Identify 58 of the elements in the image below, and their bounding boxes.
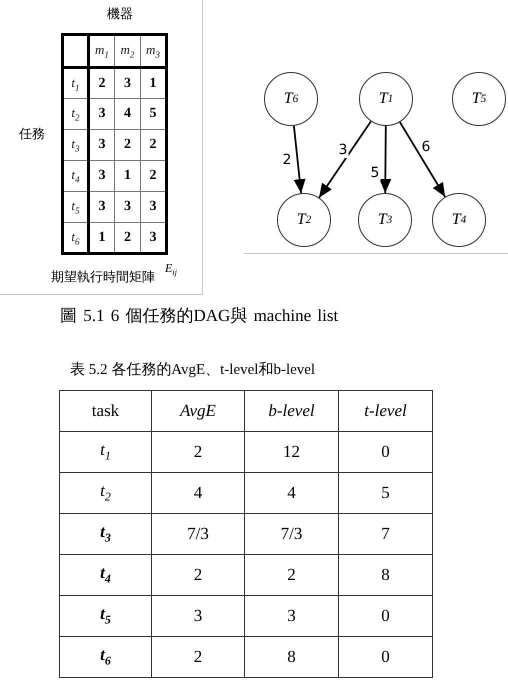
- row-group-label: 任務: [19, 125, 45, 143]
- task-header: t$_{4}$: [62, 160, 88, 192]
- time-value: 4: [114, 98, 140, 130]
- level-value: 3: [244, 596, 338, 636]
- task-header: t$_{2}$: [60, 472, 152, 514]
- level-value: 7: [338, 514, 432, 554]
- time-value: 1: [114, 160, 140, 192]
- task-header: t$_{5}$: [60, 596, 152, 636]
- level-value: 4: [244, 472, 338, 514]
- arrow: [293, 126, 306, 194]
- column-group-label: 機器: [107, 5, 133, 23]
- task-header: t$_{1}$: [62, 68, 88, 98]
- task-header: t$_{6}$: [60, 636, 152, 678]
- time-value: 3: [88, 130, 114, 160]
- task-header: t$_{2}$: [62, 98, 88, 130]
- level-value: 8: [338, 554, 432, 596]
- table-title: 表 5.2 各任務的AvgE、t-level和b-level: [70, 360, 316, 379]
- level-value: 4: [152, 472, 244, 514]
- level-value: 7/3: [152, 514, 244, 554]
- arrow: [379, 126, 392, 193]
- time-value: 3: [88, 98, 114, 130]
- time-value: 3: [88, 192, 114, 222]
- time-value: 3: [114, 192, 140, 222]
- arrow: [399, 122, 446, 198]
- figure-caption: 圖 5.1 6 個任務的DAG與 machine list: [60, 305, 338, 327]
- level-value: 2: [152, 554, 244, 596]
- arrow: [318, 120, 372, 198]
- level-value: 2: [244, 554, 338, 596]
- task-header: t$_{3}$: [60, 514, 152, 554]
- matrix-caption: 期望執行時間矩陣: [51, 268, 155, 286]
- level-value: 7/3: [244, 514, 338, 554]
- matrix-symbol: E$_{ij}$: [165, 260, 177, 278]
- task-header: t$_{5}$: [62, 192, 88, 222]
- task-header: t$_{4}$: [60, 554, 152, 596]
- column-header: AvgE: [152, 390, 244, 432]
- level-value: 12: [244, 432, 338, 472]
- machine-header: m$_{1}$: [88, 34, 114, 68]
- machine-header: m$_{2}$: [114, 34, 140, 68]
- edge-label: 3: [338, 142, 348, 158]
- task-header: t$_{1}$: [60, 432, 152, 472]
- level-value: 8: [244, 636, 338, 678]
- level-value: 0: [338, 596, 432, 636]
- column-header: t-level: [338, 390, 432, 432]
- level-value: 2: [152, 636, 244, 678]
- level-value: 2: [152, 432, 244, 472]
- time-value: 2: [88, 68, 114, 98]
- time-value: 3: [88, 160, 114, 192]
- level-value: 3: [152, 596, 244, 636]
- column-header: task: [60, 390, 152, 432]
- level-value: 0: [338, 636, 432, 678]
- column-header: b-level: [244, 390, 338, 432]
- edge-label: 5: [370, 165, 380, 181]
- time-value: 3: [114, 68, 140, 98]
- edge-label: 6: [420, 139, 432, 155]
- task-header: t$_{3}$: [62, 130, 88, 160]
- level-value: 5: [338, 472, 432, 514]
- time-value: 2: [114, 130, 140, 160]
- level-value: 0: [338, 432, 432, 472]
